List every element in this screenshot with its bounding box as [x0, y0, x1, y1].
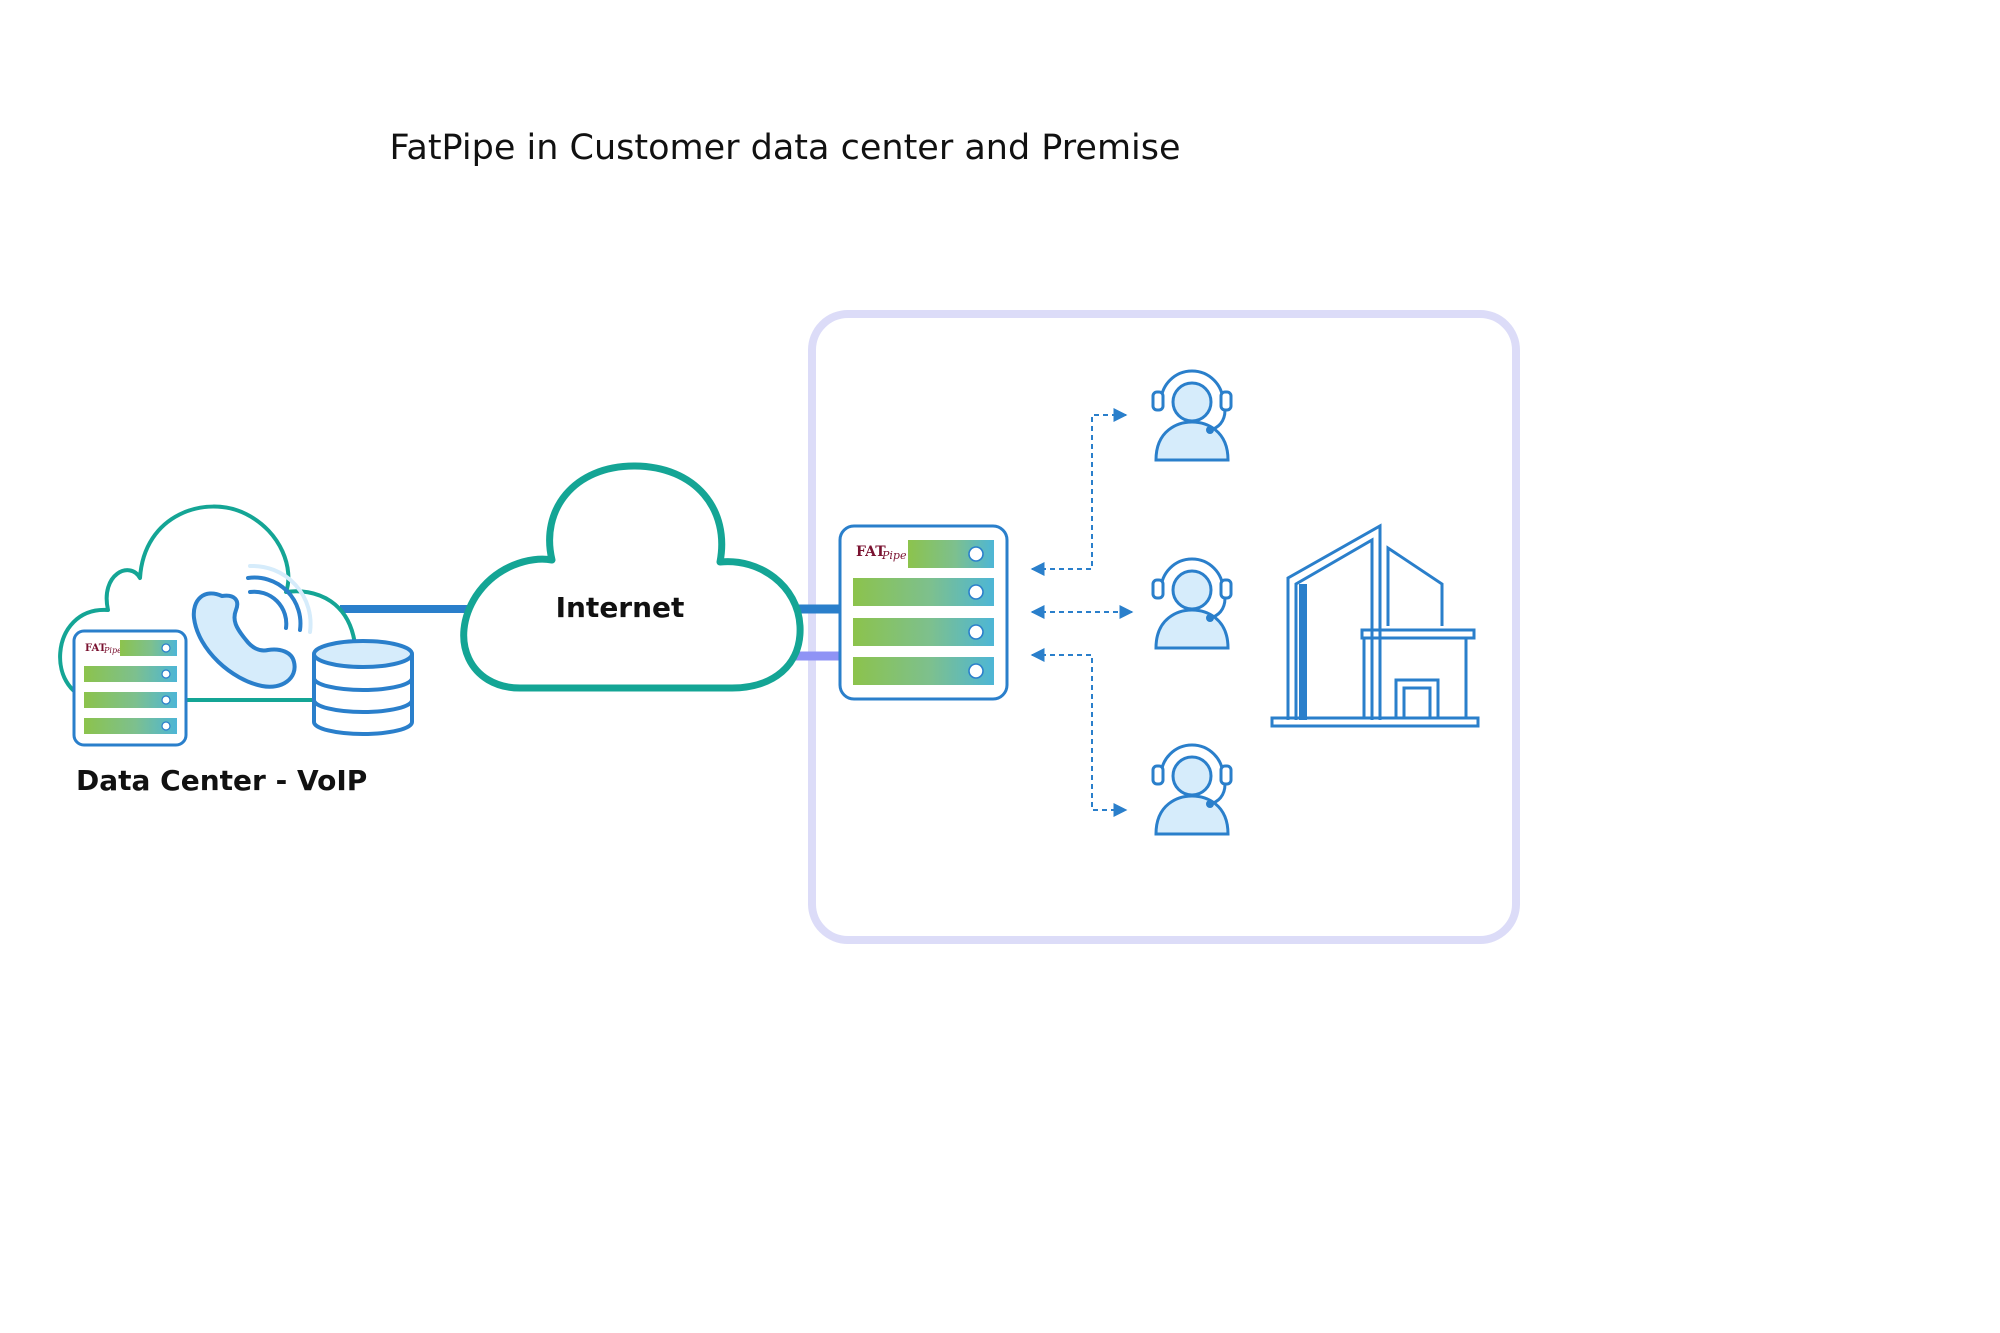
datacenter-fatpipe-server-icon: FAT Pipe [72, 629, 188, 747]
agent-headset-icon [1151, 557, 1233, 650]
fatpipe-logo-fat: FAT [85, 643, 107, 654]
connection-agent-bottom [1030, 648, 1128, 817]
agent-headset-icon [1151, 369, 1233, 462]
datacenter-label: Data Center - VoIP [76, 764, 367, 797]
internet-cloud-icon [460, 462, 804, 692]
agent-connections [1030, 408, 1134, 817]
connection-agent-top [1030, 408, 1128, 576]
fatpipe-logo-fat: FAT [856, 544, 886, 560]
diagram-title: FatPipe in Customer data center and Prem… [389, 128, 1180, 168]
premise-fatpipe-server-icon: FAT Pipe [838, 524, 1009, 701]
premise-boundary [808, 310, 1520, 944]
fatpipe-logo-pipe: Pipe [881, 549, 907, 562]
agent-headset-icon [1151, 743, 1233, 836]
database-icon [312, 639, 414, 736]
building-icon [1270, 523, 1480, 728]
internet-label: Internet [556, 591, 685, 624]
network-diagram: FatPipe in Customer data center and Prem… [58, 128, 1520, 944]
fatpipe-logo-pipe: Pipe [103, 646, 122, 655]
phone-icon [191, 563, 313, 689]
